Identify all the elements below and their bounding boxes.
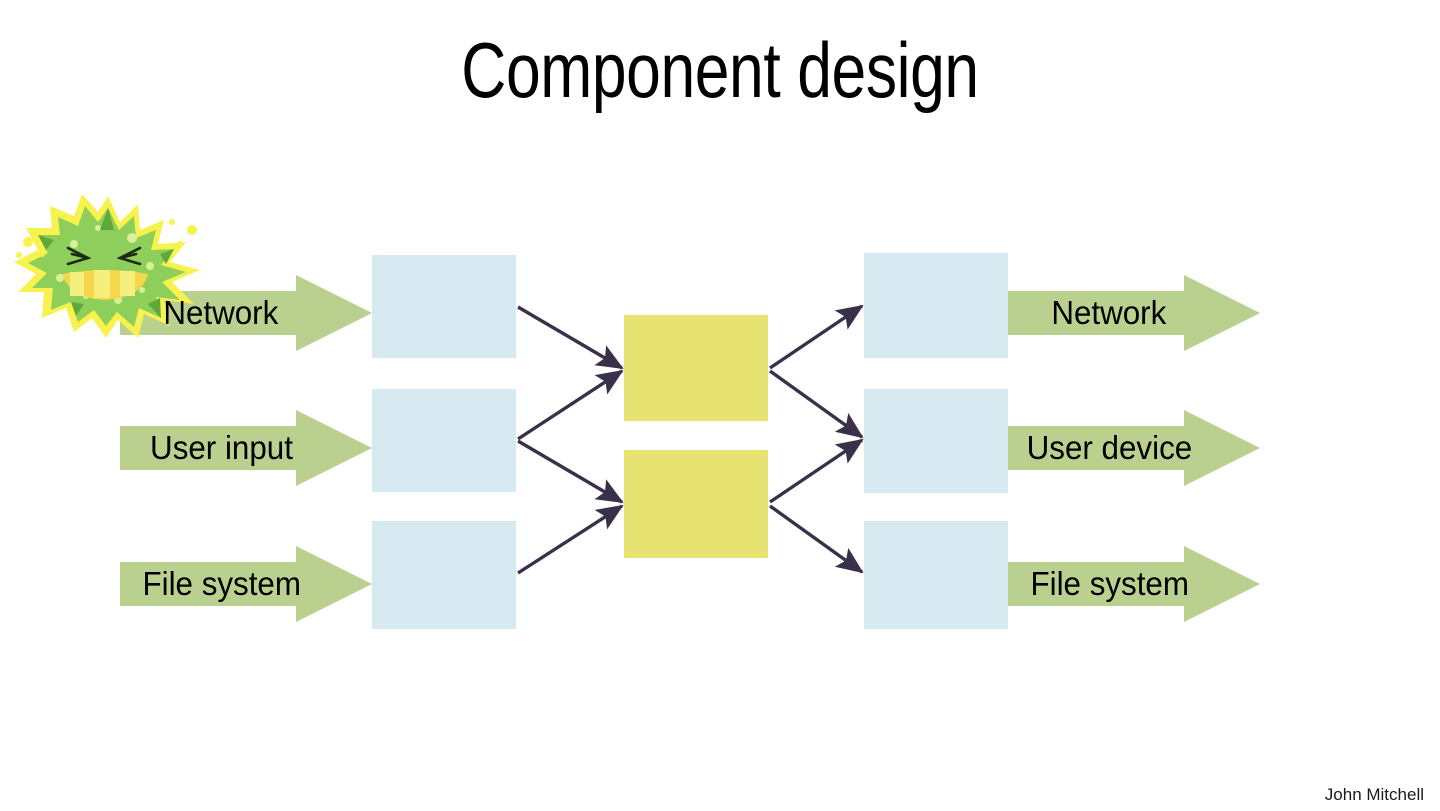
core-component-2[interactable] (624, 450, 768, 558)
edge-cc2-oc3 (769, 504, 864, 574)
output-component-1[interactable] (864, 253, 1008, 358)
edge-cc1-oc2 (769, 369, 864, 439)
block-arrow-shape (120, 410, 372, 486)
virus-eyes (66, 246, 142, 266)
block-arrow-shape (1008, 410, 1260, 486)
output-arrow-user-device[interactable]: User device (1008, 410, 1260, 486)
page-title: Component design (461, 26, 979, 114)
virus-body (28, 206, 186, 327)
author-credit: John Mitchell (1324, 785, 1424, 804)
edge-ic2-cc1 (517, 369, 624, 441)
block-arrow-shape (1008, 546, 1260, 622)
input-arrow-file-system[interactable]: File system (120, 546, 372, 622)
input-arrow-network[interactable]: Network (120, 275, 372, 351)
input-component-3[interactable] (372, 521, 516, 629)
output-arrow-network[interactable]: Network (1008, 275, 1260, 351)
output-arrow-file-system-label: File system (1030, 565, 1189, 602)
block-arrow-shape (120, 546, 372, 622)
virus-texture-dots (56, 225, 154, 304)
input-arrow-file-system-label: File system (142, 565, 301, 602)
output-component-3[interactable] (864, 521, 1008, 629)
edge-ic3-cc2 (517, 504, 624, 575)
input-component-1[interactable] (372, 255, 516, 358)
input-arrow-network-label: Network (163, 294, 279, 331)
output-arrow-network-label: Network (1051, 294, 1167, 331)
input-arrow-user-input[interactable]: User input (120, 410, 372, 486)
input-arrow-user-input-label: User input (149, 429, 293, 466)
edge-cc2-oc2 (769, 438, 864, 504)
output-arrow-user-device-label: User device (1026, 429, 1193, 466)
edge-ic2-cc2 (517, 439, 624, 504)
virus-teeth (70, 270, 135, 298)
input-component-2[interactable] (372, 389, 516, 492)
core-component-1[interactable] (624, 315, 768, 421)
block-arrow-shape (1008, 275, 1260, 351)
edge-ic1-cc1 (517, 305, 624, 370)
edge-cc1-oc1 (769, 304, 864, 370)
virus-specks (16, 219, 197, 258)
output-arrow-file-system[interactable]: File system (1008, 546, 1260, 622)
output-component-2[interactable] (864, 389, 1008, 493)
virus-accent-spikes (38, 208, 174, 318)
virus-icon (14, 194, 200, 338)
